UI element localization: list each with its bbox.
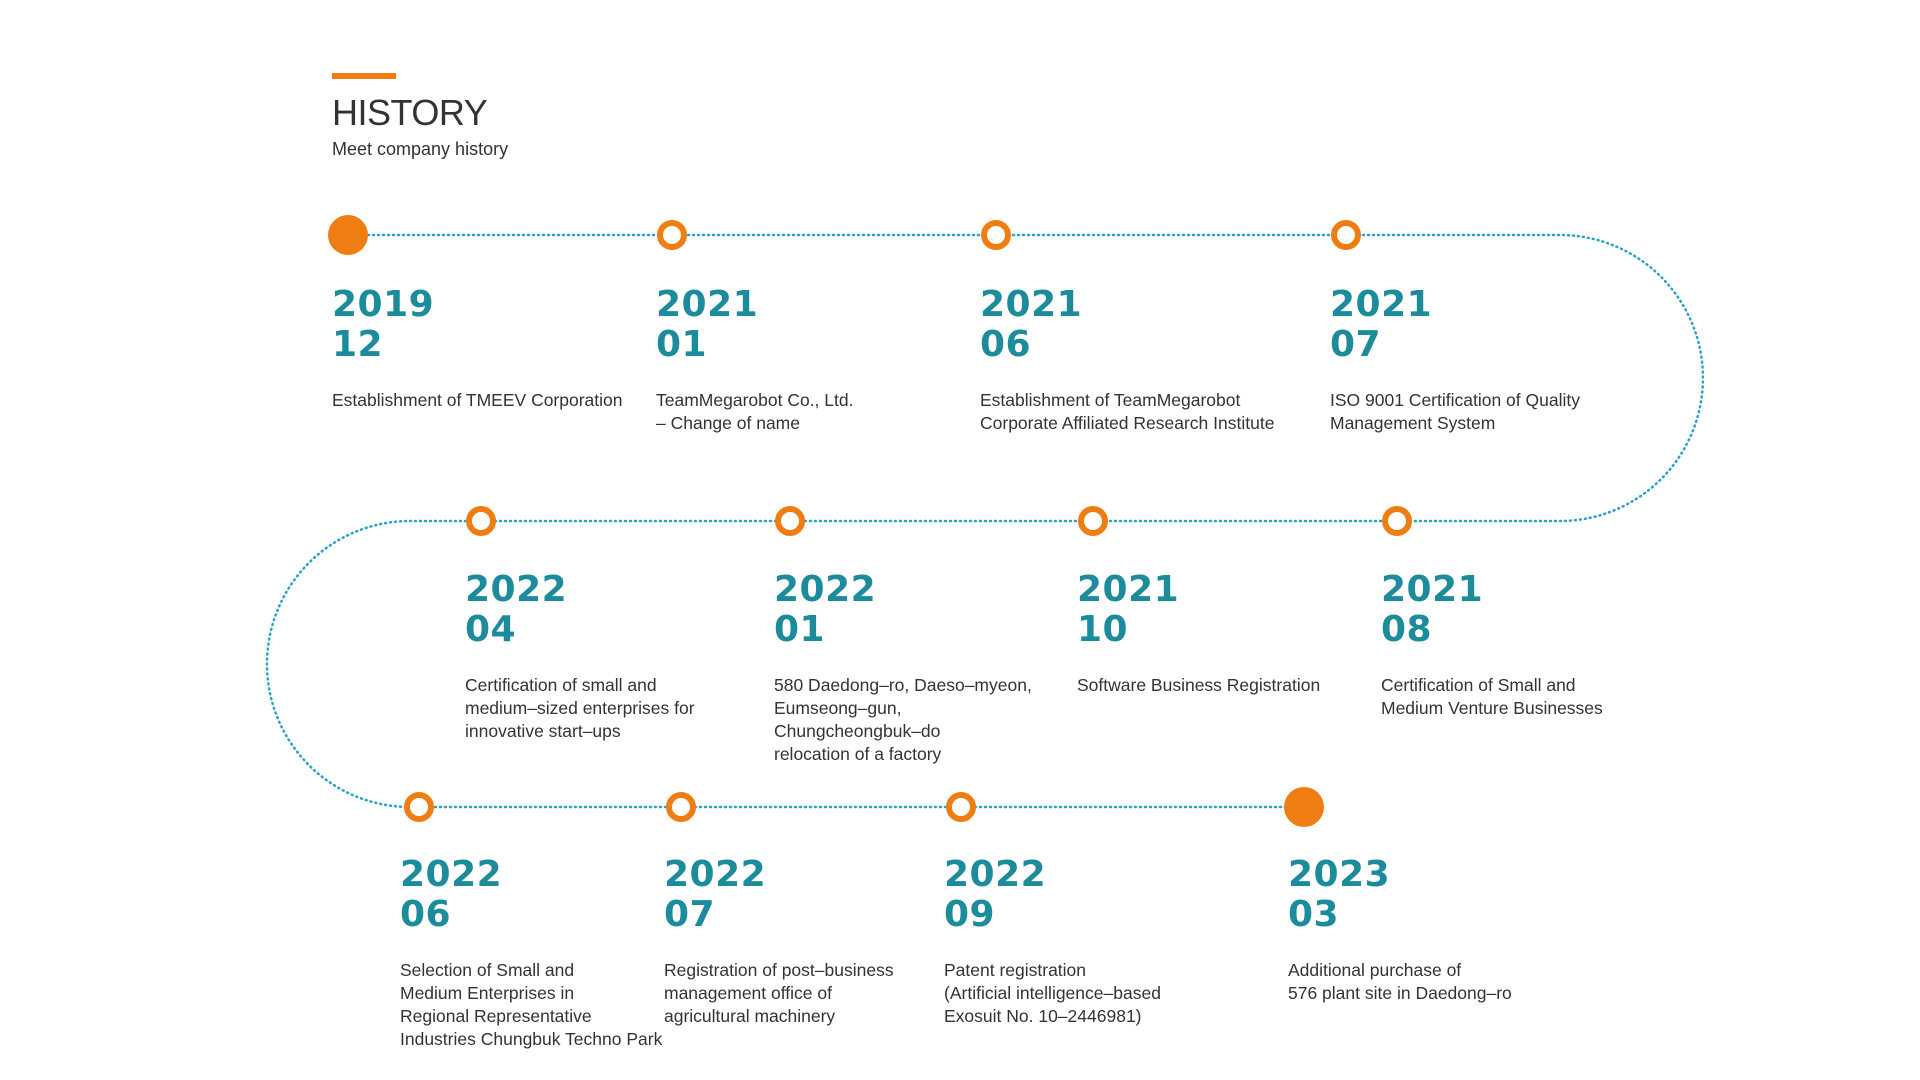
- title-accent-bar: [332, 73, 396, 79]
- timeline-marker-filled: [328, 215, 368, 255]
- timeline-marker-hollow: [1331, 220, 1361, 250]
- event-description: Establishment of TMEEV Corporation: [332, 390, 623, 410]
- event-month: 08: [1381, 609, 1433, 650]
- event-description: Selection of Small and Medium Enterprise…: [400, 960, 663, 1049]
- event-description: ISO 9001 Certification of Quality Manage…: [1330, 390, 1580, 433]
- page-title: HISTORY: [332, 92, 488, 133]
- event-description: Establishment of TeamMegarobot Corporate…: [980, 390, 1275, 433]
- event-year: 2021: [1381, 569, 1484, 610]
- event-year: 2021: [1330, 284, 1433, 325]
- event-description: Patent registration (Artificial intellig…: [944, 960, 1161, 1026]
- event-year: 2022: [774, 569, 877, 610]
- timeline-marker-hollow: [1382, 506, 1412, 536]
- event-year: 2022: [465, 569, 568, 610]
- event-month: 04: [465, 609, 517, 650]
- event-month: 06: [980, 324, 1032, 365]
- event-month: 01: [774, 609, 826, 650]
- event-description: Certification of Small and Medium Ventur…: [1381, 675, 1603, 718]
- event-year: 2019: [332, 284, 435, 325]
- timeline-marker-hollow: [775, 506, 805, 536]
- event-month: 07: [1330, 324, 1382, 365]
- timeline-marker-hollow: [1078, 506, 1108, 536]
- event-year: 2021: [656, 284, 759, 325]
- event-description: Software Business Registration: [1077, 675, 1321, 695]
- page-subtitle: Meet company history: [332, 139, 509, 159]
- event-month: 10: [1077, 609, 1129, 650]
- event-month: 09: [944, 894, 996, 935]
- event-month: 03: [1288, 894, 1340, 935]
- event-description: Additional purchase of 576 plant site in…: [1288, 960, 1512, 1003]
- event-month: 01: [656, 324, 708, 365]
- event-year: 2023: [1288, 854, 1391, 895]
- timeline-marker-filled: [1284, 787, 1324, 827]
- event-description: Certification of small and medium–sized …: [465, 675, 695, 741]
- event-year: 2022: [944, 854, 1047, 895]
- timeline-marker-hollow: [981, 220, 1011, 250]
- timeline-marker-hollow: [657, 220, 687, 250]
- event-month: 07: [664, 894, 716, 935]
- timeline-marker-hollow: [946, 792, 976, 822]
- event-description: Registration of post–business management…: [664, 960, 894, 1026]
- event-month: 12: [332, 324, 384, 365]
- timeline-marker-hollow: [666, 792, 696, 822]
- event-year: 2022: [664, 854, 767, 895]
- event-year: 2021: [1077, 569, 1180, 610]
- event-description: 580 Daedong–ro, Daeso–myeon, Eumseong–gu…: [774, 675, 1032, 764]
- event-description: TeamMegarobot Co., Ltd. – Change of name: [656, 390, 854, 433]
- timeline-marker-hollow: [404, 792, 434, 822]
- event-year: 2021: [980, 284, 1083, 325]
- event-year: 2022: [400, 854, 503, 895]
- timeline-marker-hollow: [466, 506, 496, 536]
- event-month: 06: [400, 894, 452, 935]
